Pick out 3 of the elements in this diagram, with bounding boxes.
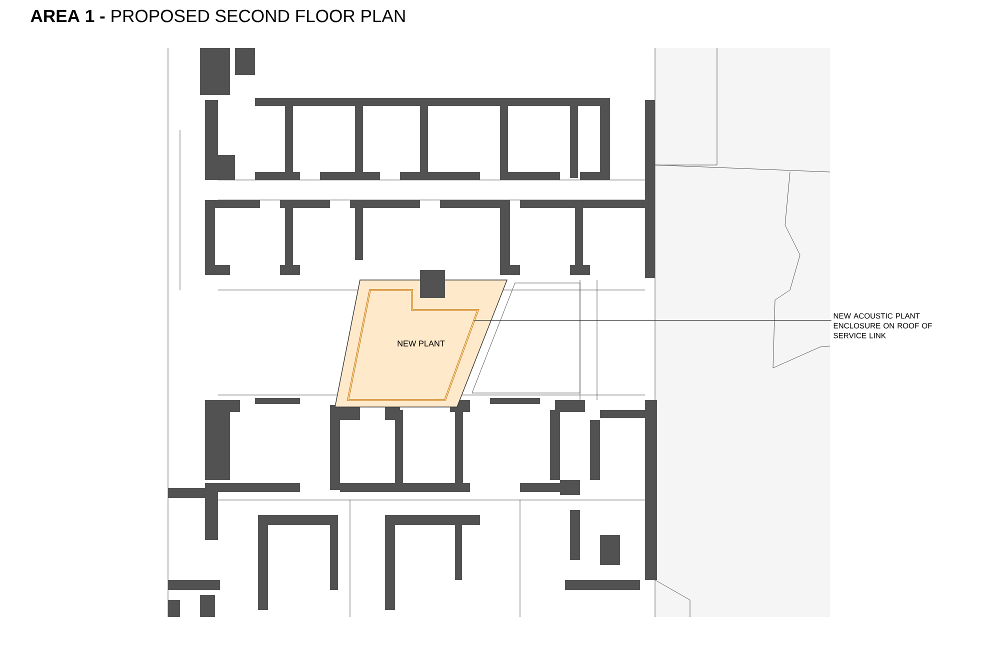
title: AREA 1 - PROPOSED SECOND FLOOR PLAN — [30, 10, 405, 22]
leader-line — [474, 320, 832, 321]
plant-enclosure: NEW PLANT — [334, 270, 508, 408]
